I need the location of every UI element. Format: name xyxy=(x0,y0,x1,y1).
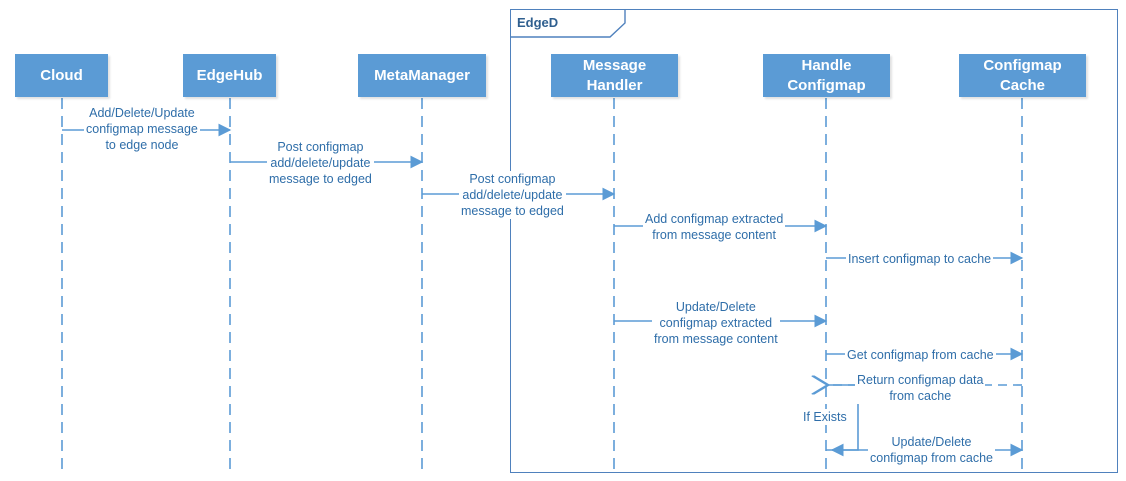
frame-label: EdgeD xyxy=(517,15,559,30)
msg-insert-configmap: Insert configmap to cache xyxy=(846,251,994,267)
msg-if-exists: If Exists xyxy=(801,409,849,425)
edged-frame xyxy=(510,9,1118,473)
frame-tab xyxy=(510,9,626,38)
actor-cloud: Cloud xyxy=(15,54,108,97)
msg-get-configmap: Get configmap from cache xyxy=(845,347,996,363)
actor-metamanager: MetaManager xyxy=(358,54,486,97)
if-exists-loop xyxy=(828,384,859,457)
actor-edgehub: EdgeHub xyxy=(183,54,276,97)
